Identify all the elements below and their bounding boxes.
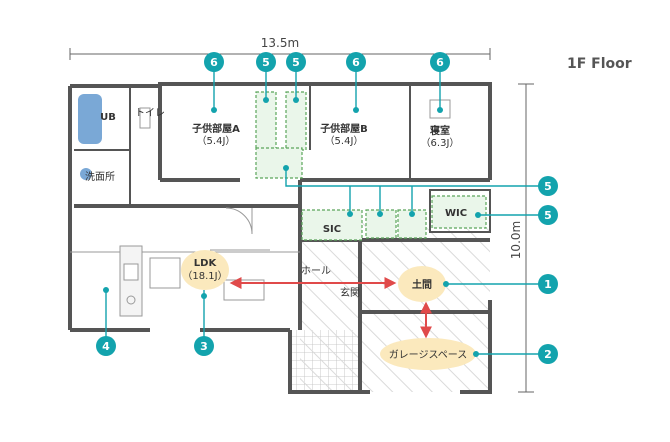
garage-highlight — [380, 338, 476, 370]
room-label-entrance: 玄関 — [340, 286, 360, 299]
marker-circle-4 — [430, 52, 450, 72]
width-dimension-label: 13.5m — [261, 36, 299, 50]
storage-highlights — [255, 91, 487, 241]
room-label-ub: UB — [100, 112, 116, 123]
marker-circle-10 — [96, 336, 116, 356]
marker-label-5: 5 — [544, 180, 552, 193]
marker-circle-2 — [286, 52, 306, 72]
room-label-bedroom: 寝室 — [430, 124, 450, 137]
marker-label-4: 6 — [436, 56, 444, 69]
marker-circle-0 — [204, 52, 224, 72]
room-label-kids-b: 子供部屋B — [320, 122, 368, 135]
marker-circle-7 — [538, 274, 558, 294]
room-label-hall: ホール — [301, 265, 331, 277]
marker-label-6: 5 — [544, 209, 552, 222]
marker-label-2: 5 — [292, 56, 300, 69]
marker-label-0: 6 — [210, 56, 218, 69]
ldk-highlight — [181, 250, 229, 290]
callout-lines — [105, 70, 540, 355]
room-label-doma: 土間 — [412, 278, 432, 291]
marker-circle-5 — [538, 176, 558, 196]
room-label-washroom: 洗面所 — [85, 171, 115, 183]
room-label-kids-a-size: （5.4J） — [197, 135, 236, 147]
marker-circle-3 — [346, 52, 366, 72]
walls — [68, 82, 492, 394]
doma-garage-hatch — [300, 220, 490, 392]
marker-circle-6 — [538, 205, 558, 225]
room-label-wic: WIC — [445, 208, 467, 219]
bathtub-icon — [78, 94, 102, 144]
floor-title: 1F Floor — [567, 56, 632, 72]
marker-label-10: 4 — [102, 340, 110, 353]
room-label-ldk: LDK — [194, 258, 218, 269]
room-label-kids-b-size: （5.4J） — [325, 135, 364, 147]
room-label-toilet: トイレ — [135, 108, 165, 119]
callout-dots — [103, 97, 481, 357]
marker-label-7: 1 — [544, 278, 552, 291]
number-markers: 6 5 5 6 6 5 5 1 2 3 4 — [96, 52, 558, 364]
doma-highlight — [398, 266, 446, 302]
marker-label-1: 5 — [262, 56, 270, 69]
room-label-kids-a: 子供部屋A — [192, 122, 240, 135]
room-label-sic: SIC — [323, 224, 341, 235]
marker-circle-8 — [538, 344, 558, 364]
interior-details — [70, 99, 451, 317]
washbasin-icon — [80, 168, 92, 180]
width-dimension: 13.5m — [69, 36, 491, 60]
depth-dimension: 10.0m — [509, 83, 534, 393]
room-label-garage: ガレージスペース — [389, 349, 468, 361]
depth-dimension-label: 10.0m — [509, 221, 523, 259]
marker-circle-9 — [194, 336, 214, 356]
marker-circle-1 — [256, 52, 276, 72]
room-label-ldk-size: （18.1J） — [182, 270, 227, 282]
marker-label-3: 6 — [352, 56, 360, 69]
marker-label-9: 3 — [200, 340, 208, 353]
marker-label-8: 2 — [544, 348, 552, 361]
room-label-bedroom-size: （6.3J） — [421, 137, 460, 149]
